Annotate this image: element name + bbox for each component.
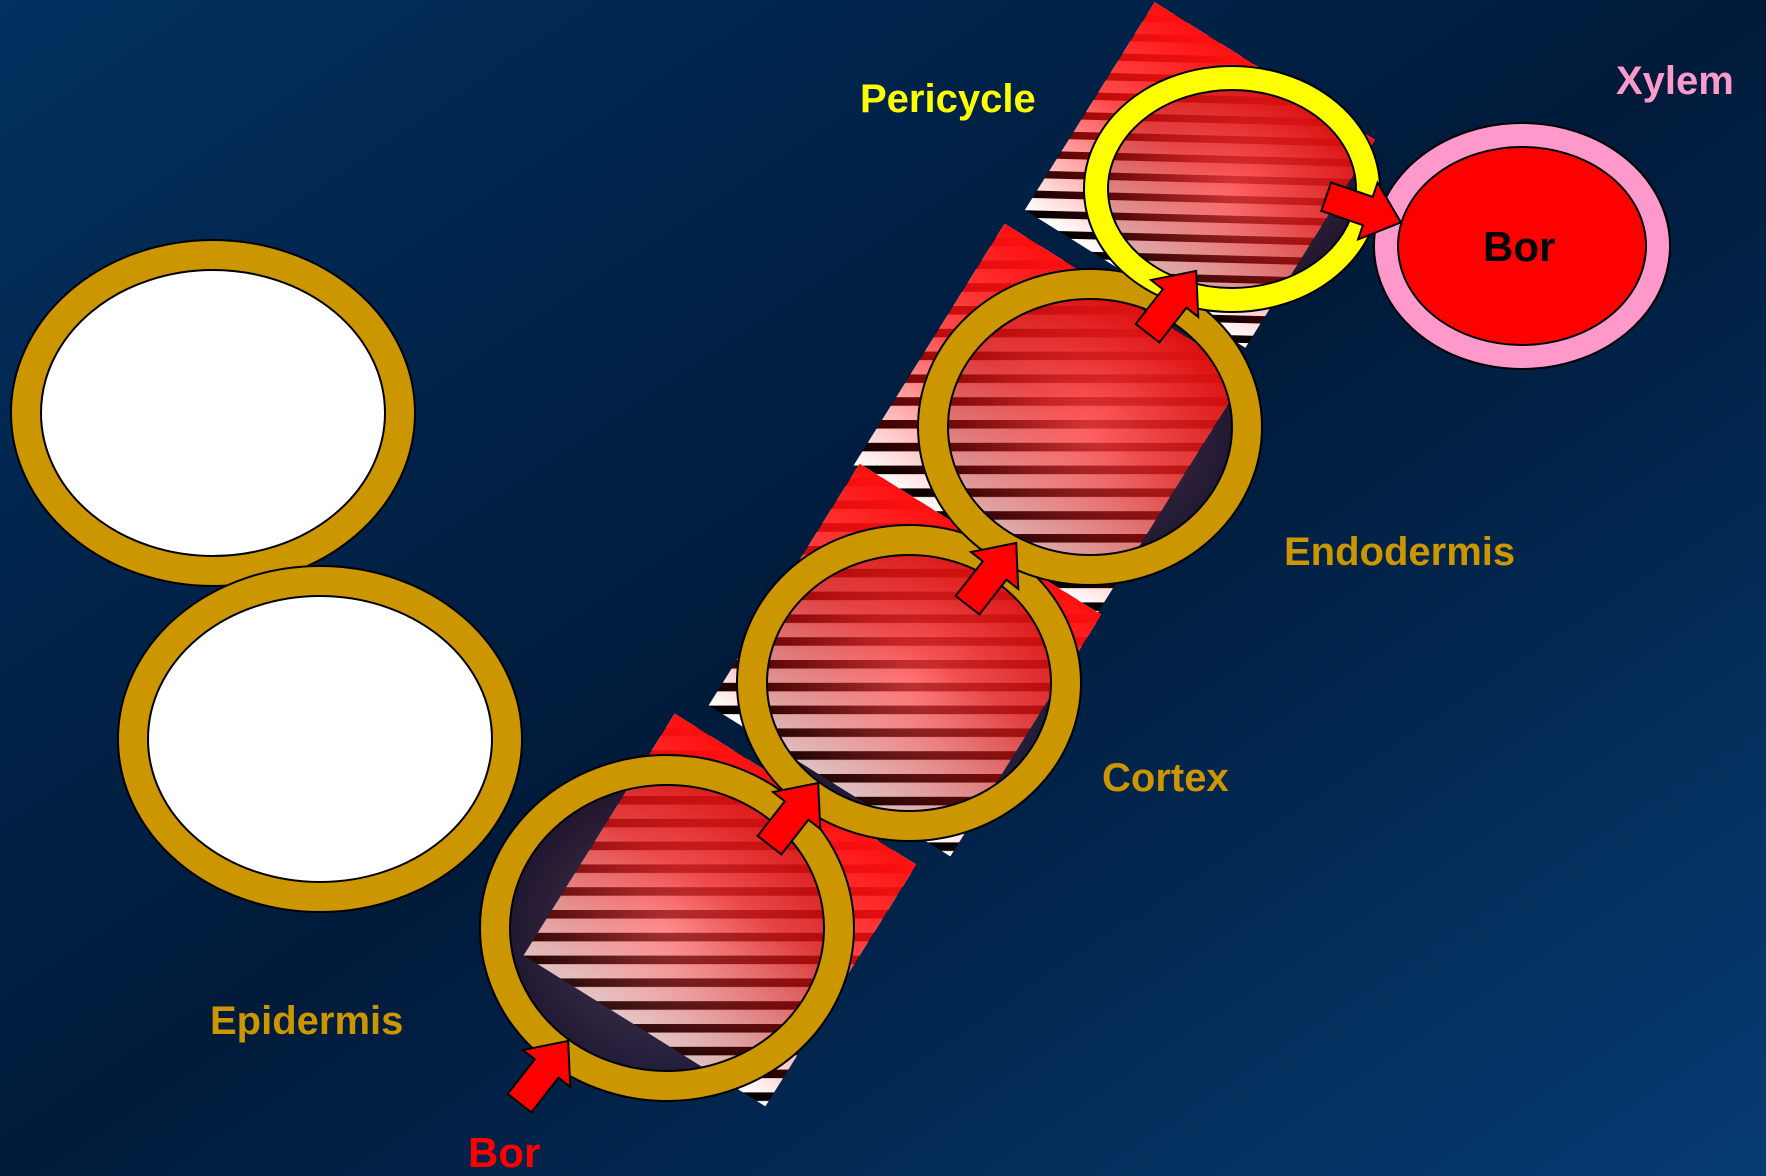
label-cortex: Cortex [1102, 756, 1229, 800]
label-bor-xylem: Bor [1483, 223, 1555, 270]
endodermis-cell [918, 269, 1262, 585]
label-bor-entry: Bor [468, 1129, 540, 1176]
plain-cell-bottom [133, 581, 507, 897]
label-xylem: Xylem [1616, 59, 1734, 103]
plain-cell-top [26, 255, 400, 571]
label-epidermis: Epidermis [210, 999, 403, 1043]
label-pericycle: Pericycle [860, 77, 1036, 121]
label-endodermis: Endodermis [1284, 530, 1515, 574]
